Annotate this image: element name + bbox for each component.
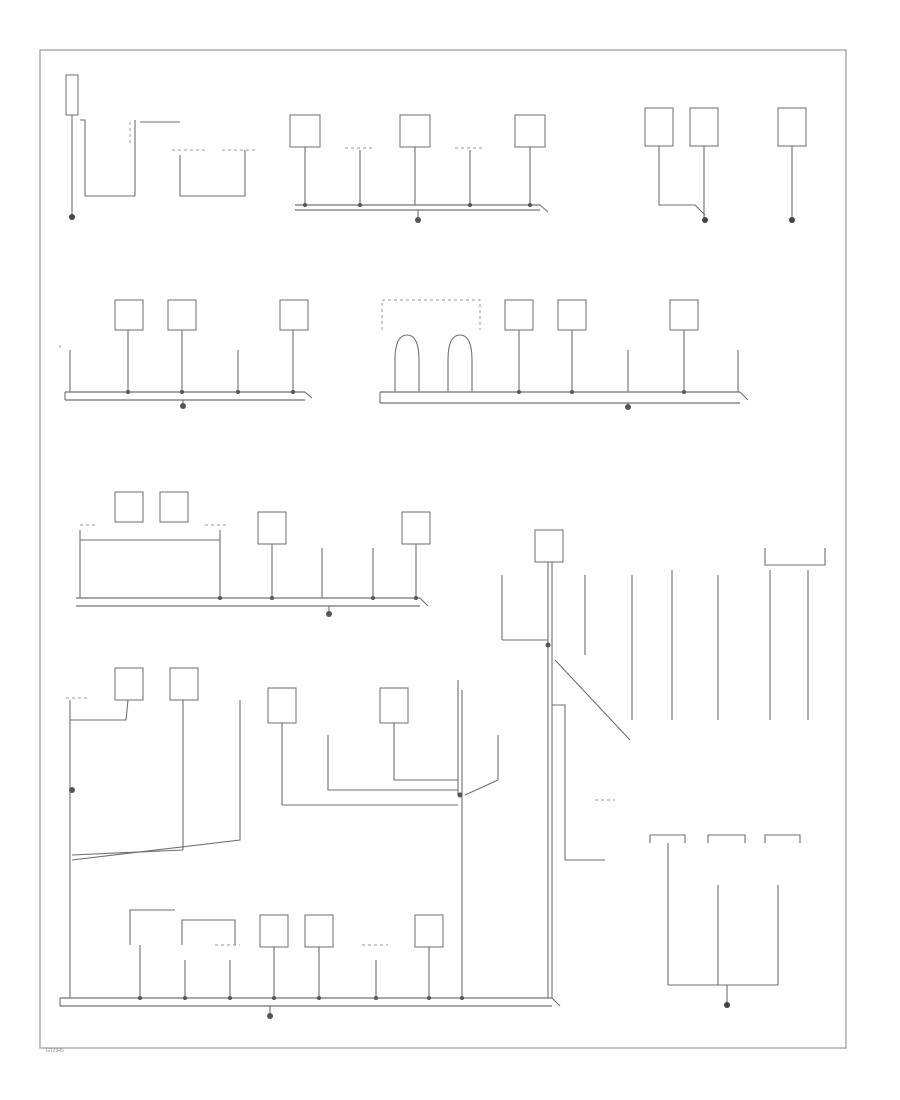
wire xyxy=(649,834,686,843)
component-box xyxy=(534,529,564,563)
splice-node xyxy=(272,996,276,1000)
splice-node xyxy=(528,203,532,207)
wire xyxy=(129,909,175,945)
splice-node xyxy=(570,390,574,394)
section-8-bottom xyxy=(59,909,561,1019)
splice-node xyxy=(69,787,75,793)
wire xyxy=(71,700,241,861)
wire xyxy=(393,723,458,781)
component-box xyxy=(379,687,409,724)
section-4-row2-right xyxy=(379,299,749,410)
wire xyxy=(304,391,313,399)
wire xyxy=(552,704,605,861)
wire xyxy=(464,779,499,796)
component-box xyxy=(777,107,807,147)
ground-point xyxy=(69,214,75,220)
section-5-row3-left xyxy=(76,491,431,617)
component-box xyxy=(401,511,431,545)
section-7-row4-left xyxy=(66,667,499,998)
wire xyxy=(447,334,473,361)
section-9-bottom-right xyxy=(649,834,801,1008)
component-box xyxy=(644,107,674,147)
splice-node xyxy=(317,996,321,1000)
splice-node xyxy=(291,390,295,394)
wire xyxy=(419,597,429,607)
wire xyxy=(71,849,184,856)
component-box xyxy=(689,107,719,147)
component-box xyxy=(557,299,587,331)
connector-outline xyxy=(381,299,481,330)
splice-node xyxy=(415,217,421,223)
wire xyxy=(179,150,246,197)
splice-node xyxy=(468,203,472,207)
component-box xyxy=(114,667,144,701)
splice-node xyxy=(303,203,307,207)
wire xyxy=(551,997,561,1007)
splice-node xyxy=(517,390,521,394)
wire xyxy=(80,119,135,197)
splice-node xyxy=(545,642,551,648)
splice-node xyxy=(228,996,232,1000)
splice-node xyxy=(126,390,130,394)
splice-node xyxy=(138,996,142,1000)
component-box xyxy=(304,914,334,948)
component-box xyxy=(514,114,546,148)
section-1-top-left xyxy=(65,74,549,223)
splice-node xyxy=(460,996,464,1000)
splice-node xyxy=(270,596,274,600)
component-box xyxy=(289,114,321,148)
wire xyxy=(764,834,801,843)
wire xyxy=(658,146,706,216)
footer-code: G12345 xyxy=(46,1048,64,1054)
wire xyxy=(181,919,236,945)
splice-node xyxy=(427,996,431,1000)
splice-node xyxy=(374,996,378,1000)
splice-node xyxy=(358,203,362,207)
component-box xyxy=(169,667,199,701)
section-2-top-right xyxy=(644,107,807,223)
ground-point xyxy=(702,217,708,223)
diagram-frame xyxy=(39,49,847,1049)
wire xyxy=(554,659,631,741)
component-box xyxy=(504,299,534,331)
wire xyxy=(739,391,749,401)
splice-node xyxy=(180,390,184,394)
component-box xyxy=(259,914,289,948)
splice-node xyxy=(457,792,463,798)
splice-node xyxy=(371,596,375,600)
splice-node xyxy=(267,1013,273,1019)
ground-point xyxy=(789,217,795,223)
component-box xyxy=(114,491,144,523)
splice-node xyxy=(414,596,418,600)
component-box xyxy=(257,511,287,545)
component-box xyxy=(114,299,144,331)
component-box xyxy=(167,299,197,331)
wire xyxy=(539,204,549,213)
splice-node xyxy=(183,996,187,1000)
wire xyxy=(764,548,826,566)
component-box xyxy=(414,914,444,948)
splice-node xyxy=(326,611,332,617)
ground-point xyxy=(724,1002,730,1008)
component-box xyxy=(399,114,431,148)
wire xyxy=(69,699,129,721)
section-6-row3-right xyxy=(501,529,826,998)
component-box xyxy=(159,491,189,523)
wire xyxy=(707,834,746,843)
wire xyxy=(327,735,458,791)
splice-node xyxy=(625,404,631,410)
component-box xyxy=(279,299,309,331)
wire xyxy=(394,334,420,361)
section-3-row2-left xyxy=(59,299,313,409)
wire xyxy=(79,530,221,541)
component-box xyxy=(267,687,297,724)
splice-node xyxy=(682,390,686,394)
splice-node xyxy=(218,596,222,600)
component-box xyxy=(669,299,699,331)
fuse-element xyxy=(65,74,79,116)
splice-node xyxy=(180,403,186,409)
splice-node xyxy=(236,390,240,394)
